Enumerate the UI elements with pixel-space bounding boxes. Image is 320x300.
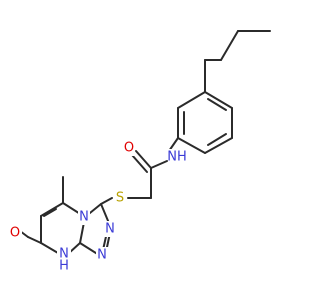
nitrogen-triazole-2-label: N bbox=[97, 248, 107, 263]
sulfur-label: S bbox=[116, 191, 124, 206]
nitrogen-triazole-1-label-bg bbox=[104, 221, 116, 237]
nitrogen-fused-label: N bbox=[79, 210, 89, 225]
bond-nh-to-carbonyl bbox=[150, 160, 168, 169]
nitrogen-fused-label-bg bbox=[78, 209, 90, 225]
bond-carbonyl-to-oxygen-1 bbox=[135, 150, 152, 169]
sulfur-label-bg bbox=[114, 190, 126, 206]
bond-lines bbox=[19, 30, 271, 256]
atom-labels: O NH S N N N O N H bbox=[8, 140, 187, 274]
hydrogen-h-label: H bbox=[59, 259, 69, 274]
bond-benzene-4 bbox=[177, 137, 206, 154]
bond-pyrimidine-inner-1 bbox=[43, 208, 57, 217]
bond-benzene-inner-1 bbox=[207, 98, 227, 111]
oxygen-amide-label-bg bbox=[123, 140, 135, 156]
nh-amide-label: NH bbox=[167, 150, 187, 165]
oxygen-carbonyl-label: O bbox=[10, 226, 20, 241]
bond-benzene-1 bbox=[204, 91, 233, 109]
nitrogen-h-label-bg bbox=[57, 247, 71, 261]
bond-pyrimidine-3 bbox=[27, 236, 42, 244]
nitrogen-triazole-1-label: N bbox=[105, 222, 115, 237]
bond-carbonyl-to-oxygen-2 bbox=[131, 154, 148, 173]
hydrogen-h-label-bg bbox=[57, 259, 71, 273]
nh-amide-label-bg bbox=[168, 149, 186, 165]
oxygen-carbonyl-label-bg bbox=[8, 224, 22, 240]
molecule-structure-diagram: O NH S N N N O N H bbox=[8, 30, 271, 274]
oxygen-amide-label: O bbox=[124, 141, 134, 156]
nitrogen-h-label: N bbox=[59, 247, 69, 262]
bond-pyrimidine-4 bbox=[40, 242, 59, 254]
bond-benzene-3 bbox=[204, 137, 233, 154]
bond-triazole-4 bbox=[79, 242, 100, 256]
bond-pyrimidine-1 bbox=[40, 202, 64, 217]
nitrogen-triazole-2-label-bg bbox=[96, 247, 108, 263]
bond-butyl-2 bbox=[220, 30, 239, 61]
bond-benzene-to-nh bbox=[168, 137, 179, 152]
bond-benzene-6 bbox=[177, 91, 206, 109]
bond-benzene-inner-2 bbox=[207, 133, 227, 146]
bond-sulfur-to-triazole bbox=[100, 197, 113, 205]
